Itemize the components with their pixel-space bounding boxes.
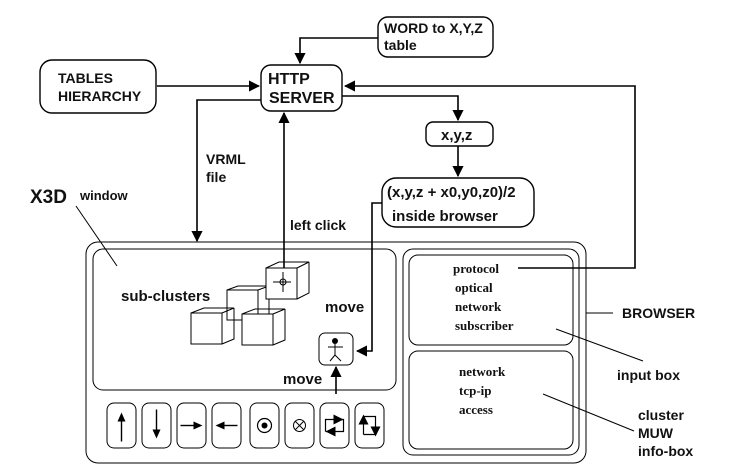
tables-hierarchy-node: TABLES HIERARCHY <box>39 59 157 114</box>
info-line-tcpip: tcp-ip <box>459 383 492 398</box>
word-table-line1: WORD to X,Y,Z <box>384 20 483 36</box>
tables-hierarchy-line1: TABLES <box>58 70 113 86</box>
info-box-pointer-line <box>542 393 635 432</box>
swap-vertical-icon <box>358 414 381 437</box>
vrml-file-arrow <box>191 99 261 243</box>
move-label-right: move <box>325 299 364 316</box>
cube-selected[interactable] <box>265 261 310 300</box>
left-click-label: left click <box>290 217 346 233</box>
input-line-network: network <box>455 299 502 314</box>
midpoint-line1: (x,y,z + x0,y0,z0)/2 <box>387 184 516 201</box>
word-to-server-arrow <box>294 37 378 65</box>
info-line-network: network <box>459 364 506 379</box>
arrow-left-icon <box>215 421 238 430</box>
x3d-window[interactable] <box>92 248 397 391</box>
arrow-down-icon <box>152 409 161 439</box>
arrow-right-icon <box>180 421 203 430</box>
midpoint-node: (x,y,z + x0,y0,z0)/2 inside browser <box>381 177 535 228</box>
xyz-label: x,y,z <box>441 127 472 144</box>
cross-circle-icon <box>293 419 306 432</box>
word-table-node: WORD to X,Y,Z table <box>377 16 494 58</box>
http-server-line2: SERVER <box>269 90 335 107</box>
word-table-line2: table <box>384 37 417 53</box>
input-box-pointer-line <box>555 328 644 362</box>
arrow-up-icon <box>117 412 126 442</box>
http-server-line1: HTTP <box>268 71 310 88</box>
browser-label: BROWSER <box>622 305 695 321</box>
nav-button-swap-horizontal[interactable] <box>319 402 350 449</box>
move-label-bottom: move <box>283 371 322 388</box>
input-line-optical: optical <box>455 280 493 295</box>
avatar-button[interactable] <box>318 332 354 366</box>
input-line-subscriber: subscriber <box>455 318 514 333</box>
nav-button-arrow-up[interactable] <box>106 402 137 449</box>
connectors <box>75 37 644 432</box>
vrml-label-line1: VRML <box>206 151 246 167</box>
browser-frame <box>85 241 587 464</box>
info-box-label-line1: cluster <box>638 407 684 423</box>
side-panel <box>402 248 580 456</box>
info-box-label-line3: info-box <box>638 443 693 459</box>
xyz-node: x,y,z <box>425 121 494 147</box>
server-to-xyz-arrow <box>342 95 464 122</box>
info-box-label-line2: MUW <box>638 425 674 441</box>
avatar-person-icon <box>328 338 343 362</box>
input-box-label: input box <box>617 367 680 383</box>
nav-button-row <box>106 402 385 449</box>
nav-button-arrow-left[interactable] <box>211 402 242 449</box>
cube-front-left[interactable] <box>190 307 235 345</box>
window-label: window <box>79 188 129 203</box>
vrml-label-line2: file <box>206 169 226 185</box>
swap-horizontal-icon <box>324 414 345 437</box>
cube-front-right[interactable] <box>241 308 286 346</box>
nav-button-cross-circle[interactable] <box>284 402 315 449</box>
nav-button-arrow-right[interactable] <box>176 402 207 449</box>
sub-clusters-label: sub-clusters <box>121 288 210 305</box>
x3d-label: X3D <box>30 187 67 208</box>
nav-button-target[interactable] <box>249 402 280 449</box>
info-box <box>408 350 574 450</box>
move-arrow-right <box>355 202 382 357</box>
nav-button-swap-vertical[interactable] <box>354 402 385 449</box>
x3d-pointer-line <box>75 205 118 267</box>
protocol-to-server-arrow <box>343 80 636 269</box>
input-line-protocol: protocol <box>453 261 499 276</box>
sub-cluster-cubes[interactable] <box>190 261 310 346</box>
http-server-node: HTTP SERVER <box>260 64 343 112</box>
target-icon <box>256 417 273 434</box>
tables-hierarchy-line2: HIERARCHY <box>58 88 142 104</box>
input-box[interactable] <box>408 254 574 346</box>
crosshair-icon <box>273 272 291 292</box>
midpoint-line2: inside browser <box>392 208 498 225</box>
nav-button-arrow-down[interactable] <box>141 402 172 449</box>
info-line-access: access <box>459 402 493 417</box>
